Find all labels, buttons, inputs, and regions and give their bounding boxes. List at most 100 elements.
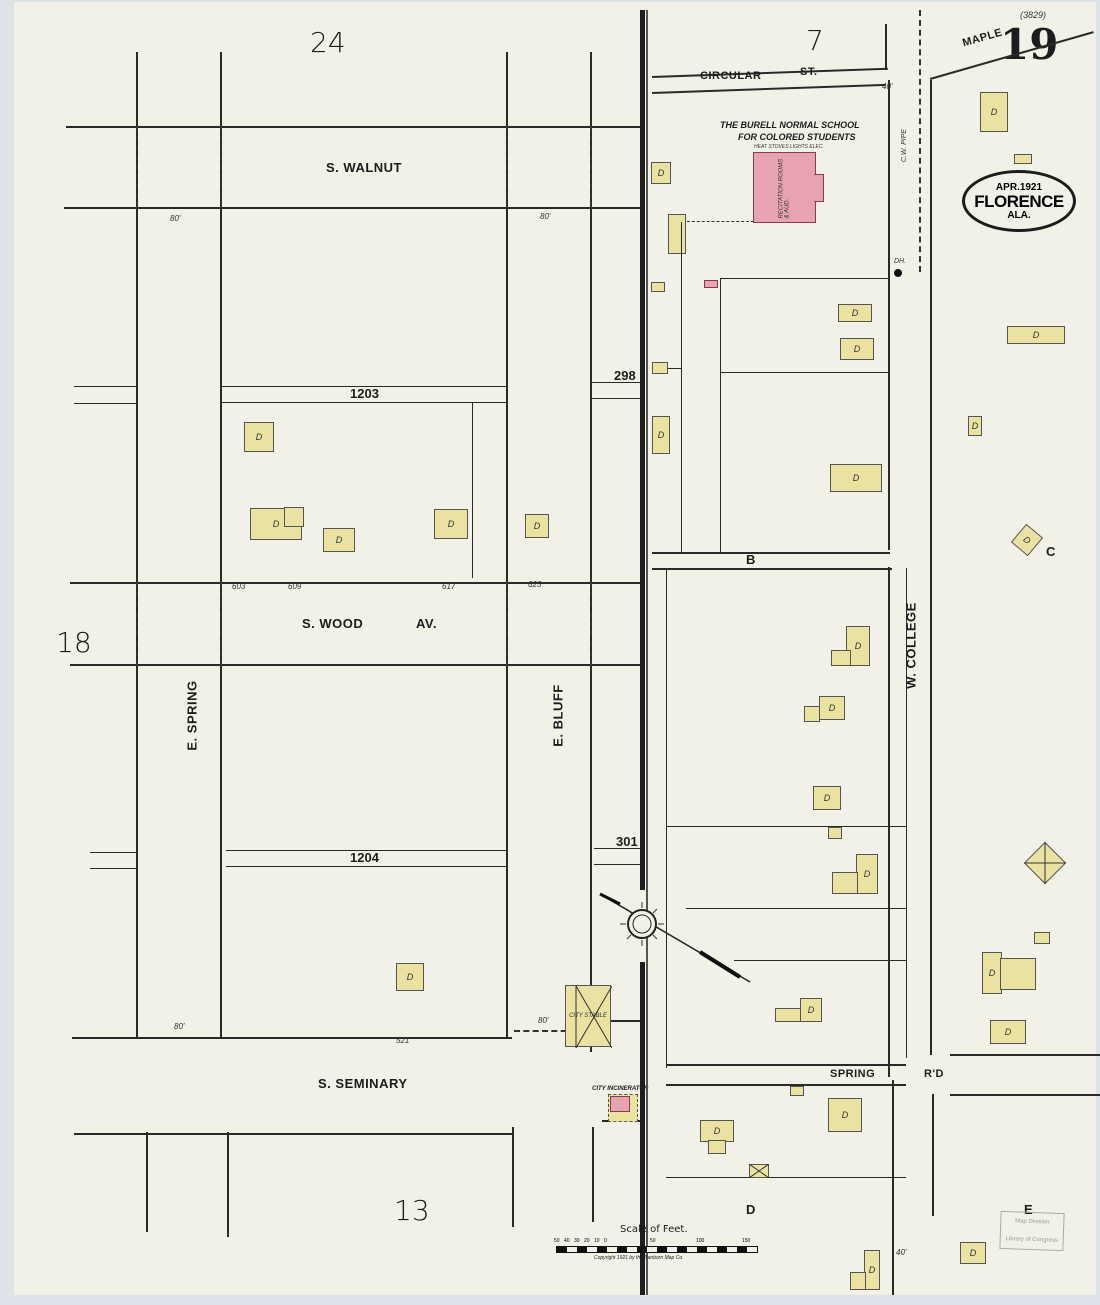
cartouche: APR.1921 FLORENCE ALA.: [962, 170, 1076, 232]
alley-line: [220, 402, 508, 403]
lot-line: [611, 1020, 641, 1022]
lot-line: [885, 24, 887, 70]
school-name: THE BURELL NORMAL SCHOOL: [720, 120, 860, 130]
lot-line: [666, 1177, 906, 1178]
alley-line: [592, 398, 644, 399]
dwelling: D: [1010, 523, 1044, 557]
dwelling: D: [830, 464, 882, 492]
house-number: 521: [396, 1036, 410, 1045]
shed: [790, 1086, 804, 1096]
dwelling: D: [819, 696, 845, 720]
lot-line: [720, 278, 888, 279]
dash: [590, 582, 592, 666]
lower-line-c: [512, 1127, 514, 1227]
city-stable-label: CITY STABLE: [569, 1013, 607, 1019]
lot-line: [681, 222, 682, 368]
lot-line: [734, 960, 906, 961]
alley-line: [594, 864, 644, 865]
street-s-wood-av: AV.: [416, 616, 438, 631]
house-number: 617: [442, 582, 456, 591]
dash: [506, 582, 508, 666]
w-college-east-line: [930, 80, 932, 1055]
lot-line: [686, 908, 906, 909]
dwelling: D: [828, 1098, 862, 1132]
alley-line: [90, 868, 138, 869]
dwelling-wing: [708, 1140, 726, 1154]
w-college-east-lower: [932, 1094, 934, 1216]
dwelling-wing: [775, 1008, 803, 1022]
stamp-line2: Library of Congress: [1005, 1236, 1058, 1244]
dwelling: D: [396, 963, 424, 991]
lower-line-d: [592, 1127, 594, 1222]
lot-line: [666, 568, 667, 1068]
dash: [220, 582, 222, 666]
dash: [514, 1030, 576, 1032]
sheet-reference: (3829): [1020, 10, 1047, 20]
dwelling: D: [800, 998, 822, 1022]
s-seminary-south-line: [74, 1133, 514, 1135]
dwelling: D: [840, 338, 874, 360]
width-label: 40': [882, 82, 893, 91]
map-sheet: 24 7 18 13 19 (3829) APR.1921 FLORENCE A…: [14, 2, 1100, 1295]
copyright: Copyright 1921 by the Sanborn Map Co.: [594, 1255, 684, 1261]
scale-ticks: 50 40 30 20 10 0 50 100 150: [554, 1238, 764, 1246]
pipe-label: C.W. PIPE: [901, 128, 909, 163]
scale-tick: 50: [554, 1238, 560, 1244]
cartouche-date: APR.1921: [995, 181, 1043, 193]
alley-line: [74, 386, 138, 387]
street-e-bluff: E. BLUFF: [550, 684, 566, 747]
w-college-west-bottom: [888, 567, 890, 1077]
scale-tick: 10: [594, 1238, 600, 1244]
alley-line: [226, 850, 508, 851]
street-circular: CIRCULAR: [700, 70, 762, 82]
block-301: 301: [616, 834, 638, 849]
dwelling: D: [652, 416, 670, 454]
width-label: 80': [170, 214, 181, 223]
block-1203: 1203: [350, 386, 379, 401]
lot-line: [906, 568, 907, 1058]
shed: [652, 362, 668, 374]
scale-tick: 50: [650, 1238, 656, 1244]
dwelling-wing: [284, 507, 304, 527]
house-number: 609: [288, 582, 302, 591]
street-s-wood: S. WOOD: [302, 616, 364, 631]
lot-line: [720, 372, 888, 373]
alley-line: [220, 386, 508, 387]
scale-tick: 30: [574, 1238, 580, 1244]
shed: [1014, 154, 1032, 164]
dwelling: D: [960, 1242, 986, 1264]
cross-icon: [575, 986, 612, 1048]
width-label: 80': [540, 212, 551, 221]
e-spring-east-line: [220, 52, 222, 1037]
spring-rd-south-line: [666, 1084, 906, 1086]
s-seminary-north-line: [72, 1037, 512, 1039]
scale-tick: 40: [564, 1238, 570, 1244]
street-s-seminary: S. SEMINARY: [318, 1076, 408, 1091]
dwelling: D: [244, 422, 274, 452]
dash: [136, 126, 138, 208]
adjacent-sheet-7: 7: [806, 24, 824, 57]
w-college-west-top: [888, 80, 890, 550]
dwelling: D: [838, 304, 872, 322]
lot-line: [668, 368, 682, 369]
hydrant-icon: [894, 269, 902, 277]
dwelling-wing: [831, 650, 851, 666]
street-e-spring: E. SPRING: [184, 680, 200, 751]
shed: [749, 1164, 769, 1178]
section-letter-b: B: [746, 552, 756, 567]
cross-icon: [749, 1164, 769, 1178]
dwelling: D: [813, 786, 841, 810]
dwelling: D: [434, 509, 468, 539]
lot-line: [472, 402, 473, 578]
section-letter-e: E: [1024, 1202, 1033, 1217]
lower-line-a: [146, 1132, 148, 1232]
scale-title: Scale of Feet.: [620, 1224, 688, 1235]
dash: [682, 221, 754, 222]
b-street-north-line: [652, 552, 890, 554]
compass-rose-icon: [599, 892, 751, 983]
cartouche-state: ALA.: [1007, 209, 1031, 221]
railroad-rail: [646, 10, 648, 1295]
dwelling: D: [864, 1250, 880, 1290]
library-stamp: Map Division Library of Congress: [999, 1210, 1065, 1252]
shed: [1034, 932, 1050, 944]
